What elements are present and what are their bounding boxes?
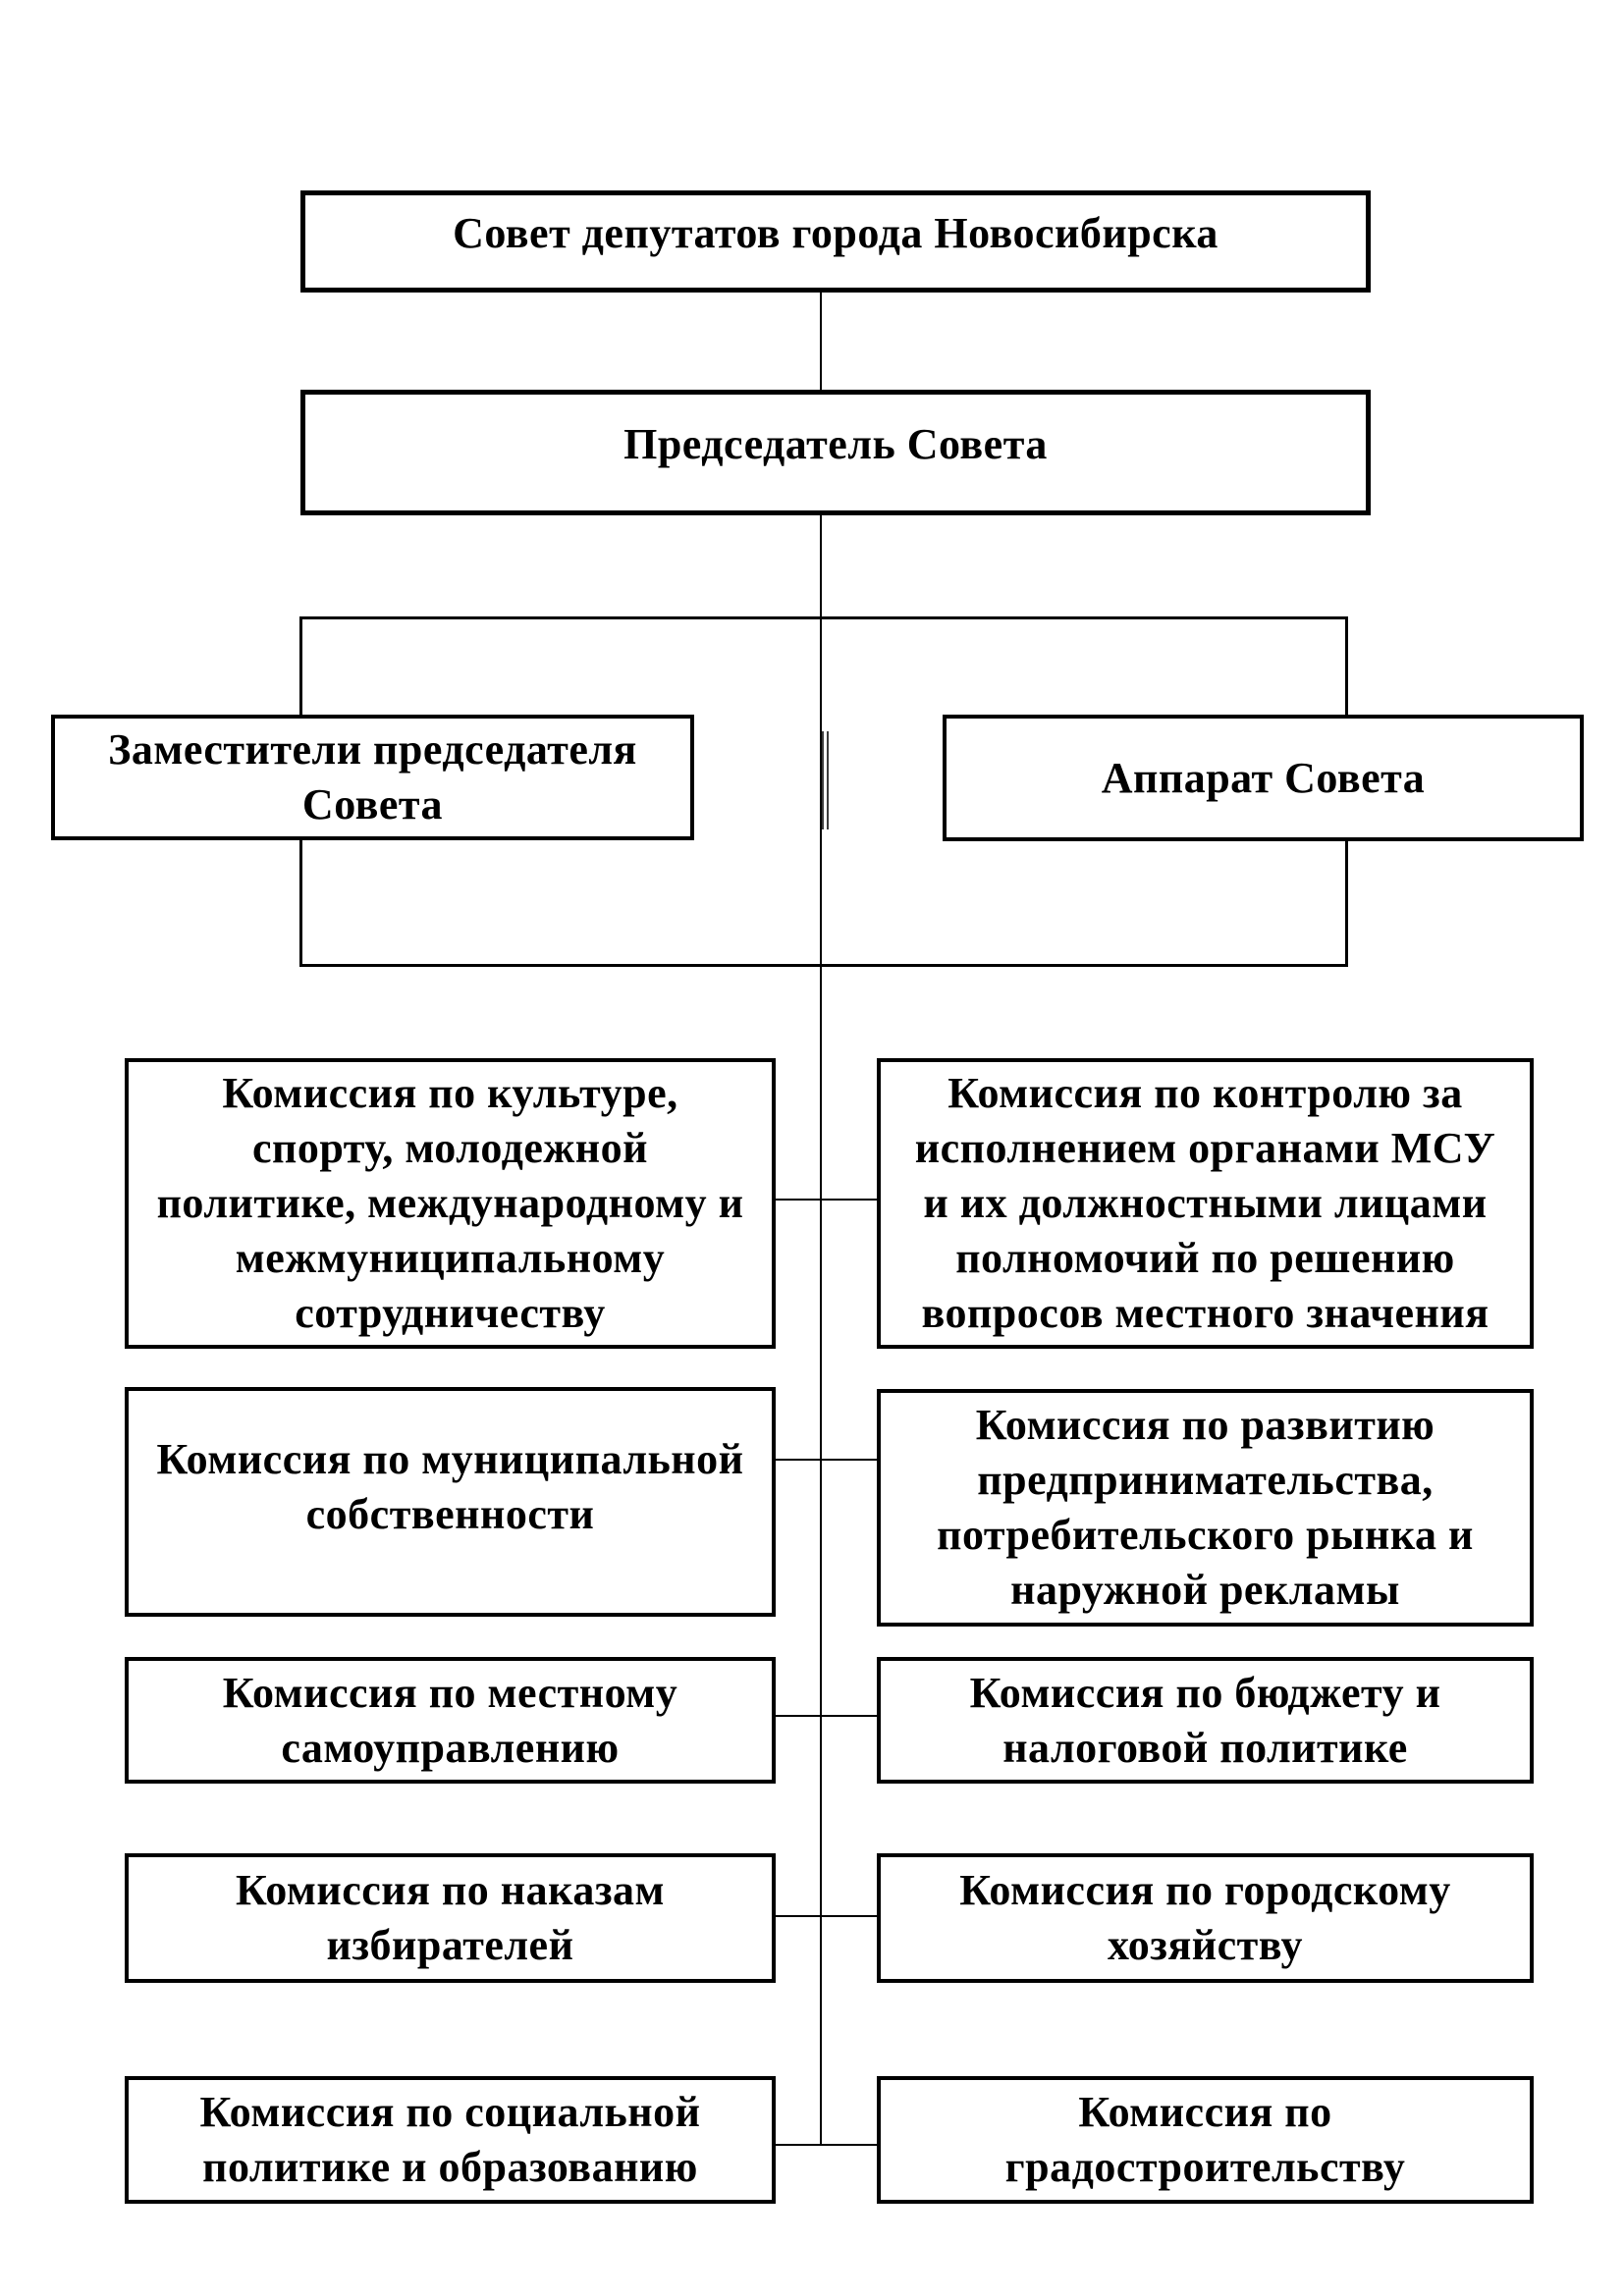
node-commission-voter-mandates: Комиссия по наказам избирателей (125, 1853, 776, 1983)
connector-row-2 (773, 1459, 877, 1461)
node-label: Заместители председателя Совета (108, 725, 637, 828)
node-label: Комиссия по градостроительству (1004, 2088, 1406, 2191)
node-apparatus: Аппарат Совета (943, 715, 1584, 841)
node-label: Комиссия по контролю за исполнением орга… (914, 1069, 1496, 1337)
node-commission-budget: Комиссия по бюджету и налоговой политике (877, 1657, 1534, 1784)
node-commission-social-policy: Комиссия по социальной политике и образо… (125, 2076, 776, 2204)
connector-row-5 (776, 2144, 877, 2146)
connector-row-4 (776, 1915, 877, 1917)
node-council: Совет депутатов города Новосибирска (300, 190, 1371, 293)
node-label: Комиссия по наказам избирателей (236, 1866, 665, 1969)
node-label: Комиссия по бюджету и налоговой политике (969, 1668, 1441, 1772)
node-commission-city-economy: Комиссия по городскому хозяйству (877, 1853, 1534, 1983)
connector-row-1 (776, 1199, 877, 1201)
node-label: Комиссия по муниципальной собственности (156, 1435, 744, 1538)
node-commission-urban-planning: Комиссия по градостроительству (877, 2076, 1534, 2204)
node-label: Аппарат Совета (1101, 753, 1426, 802)
node-label: Комиссия по городскому хозяйству (959, 1866, 1451, 1969)
node-label: Совет депутатов города Новосибирска (453, 209, 1218, 257)
node-label: Председатель Совета (623, 420, 1048, 468)
node-commission-control: Комиссия по контролю за исполнением орга… (877, 1058, 1534, 1349)
node-label: Комиссия по социальной политике и образо… (199, 2088, 701, 2191)
connector-deputies-apparatus-divider (822, 731, 829, 829)
node-label: Комиссия по культуре, спорту, молодежной… (156, 1069, 744, 1337)
node-commission-local-self-government: Комиссия по местному самоуправлению (125, 1657, 776, 1784)
connector-row-3 (776, 1715, 877, 1717)
connector-spine (820, 515, 822, 2146)
node-commission-entrepreneurship: Комиссия по развитию предпринимательства… (877, 1389, 1534, 1627)
connector-root-chairman (820, 293, 822, 390)
node-commission-culture: Комиссия по культуре, спорту, молодежной… (125, 1058, 776, 1349)
node-label: Комиссия по местному самоуправлению (222, 1668, 678, 1772)
node-label: Комиссия по развитию предпринимательства… (937, 1401, 1474, 1614)
node-chairman: Председатель Совета (300, 390, 1371, 515)
node-commission-municipal-property: Комиссия по муниципальной собственности (125, 1387, 776, 1617)
node-deputies: Заместители председателя Совета (51, 715, 694, 840)
